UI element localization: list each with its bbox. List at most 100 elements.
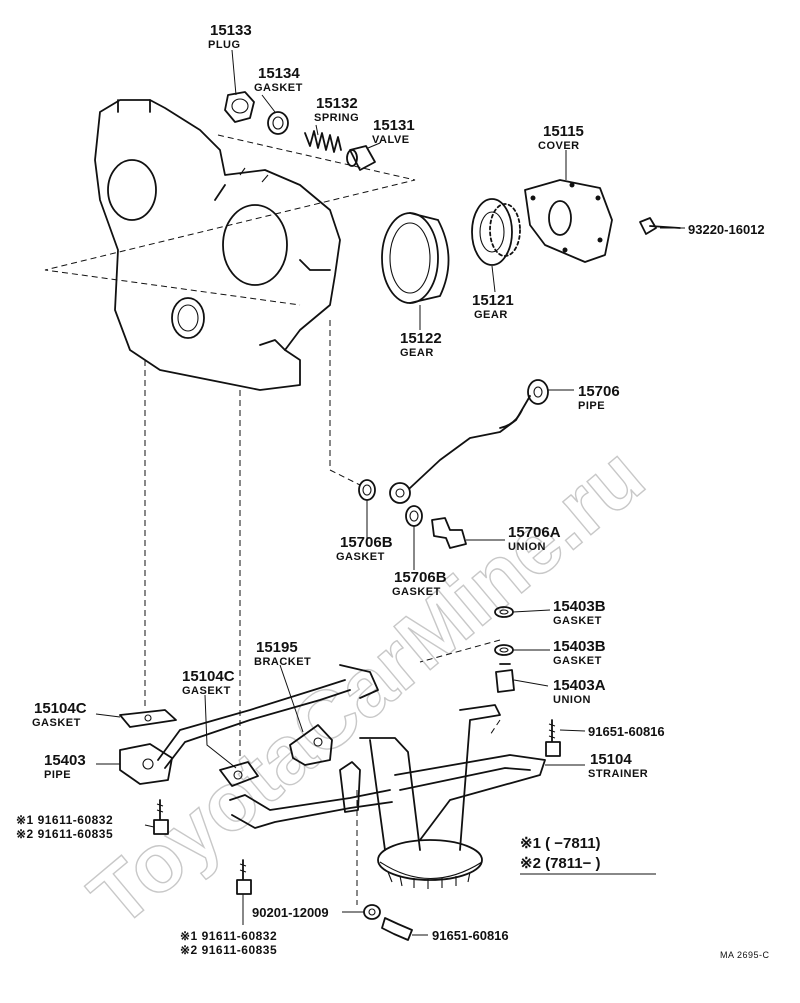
timing-cover [94,99,341,391]
label-15104c-gasekt: 15104C GASEKT [182,668,235,697]
gasket-15104c-left [119,709,177,728]
union-15403a [495,663,515,693]
label-15133: 15133 PLUG [208,22,252,51]
svg-text:BRACKET: BRACKET [254,656,311,668]
label-15195: 15195 BRACKET [254,639,311,668]
gasket-15134 [267,111,289,135]
diagram-code: MA 2695-C [720,950,770,960]
svg-text:15121: 15121 [472,292,514,309]
strainer-15104 [339,704,546,889]
label-bolt-left: ※1 91611-60832 ※2 91611-60835 [16,813,113,841]
svg-text:15131: 15131 [373,117,415,134]
union-15706a [431,517,467,549]
svg-text:15122: 15122 [400,330,442,347]
svg-text:15133: 15133 [210,22,252,39]
valve-15131 [346,145,376,171]
svg-text:GASKET: GASKET [336,551,385,563]
svg-text:※1 91611-60832: ※1 91611-60832 [16,813,113,827]
label-15121: 15121 GEAR [472,292,514,321]
pipe-15706 [389,379,549,504]
svg-text:15403B: 15403B [553,598,606,615]
label-15706a: 15706A UNION [508,524,561,553]
assembly-lines [44,134,501,905]
label-bolt-bottom: ※1 91611-60832 ※2 91611-60835 [180,929,277,957]
gear-15122 [381,212,450,304]
svg-text:GASKET: GASKET [553,655,602,667]
gear-15121 [471,198,521,266]
svg-text:15403: 15403 [44,752,86,769]
bolt-91651-upper [545,719,561,757]
svg-text:GASKET: GASKET [392,586,441,598]
label-91651-60816-upper: 91651-60816 [588,724,665,739]
svg-text:GEAR: GEAR [400,347,434,359]
bracket-15195 [289,724,333,766]
svg-text:15706B: 15706B [394,569,447,586]
label-15403b-lower: 15403B GASKET [553,638,606,667]
svg-text:15104C: 15104C [182,668,235,685]
plug-15133 [224,91,255,123]
label-15131: 15131 VALVE [372,117,415,146]
svg-text:15104C: 15104C [34,700,87,717]
svg-text:STRAINER: STRAINER [588,768,648,780]
svg-text:GASKET: GASKET [254,82,303,94]
svg-text:PIPE: PIPE [44,769,71,781]
svg-text:15706A: 15706A [508,524,561,541]
label-91651-60816-lower: 91651-60816 [432,928,509,943]
label-15706b-upper: 15706B GASKET [336,534,393,563]
gasket-15104c-right [219,761,259,787]
svg-text:COVER: COVER [538,140,580,152]
svg-text:GASKET: GASKET [553,615,602,627]
svg-text:UNION: UNION [553,694,591,706]
leader-lines [95,49,685,936]
label-15706b-lower: 15706B GASKET [392,569,447,598]
svg-text:GASKET: GASKET [32,717,81,729]
svg-text:※2 91611-60835: ※2 91611-60835 [180,943,277,957]
label-15706: 15706 PIPE [578,383,620,412]
legend: ※1 ( −7811) ※2 (7811− ) [520,835,601,872]
svg-text:GEAR: GEAR [474,309,508,321]
label-93220-16012: 93220-16012 [688,222,765,237]
svg-text:15195: 15195 [256,639,298,656]
label-15403: 15403 PIPE [44,752,86,781]
legend-row-1: ※1 ( −7811) [520,835,601,852]
svg-text:VALVE: VALVE [372,134,410,146]
svg-text:GASEKT: GASEKT [182,685,231,697]
bolt-91651-lower [381,917,413,941]
label-90201-12009: 90201-12009 [252,905,329,920]
cover-15115 [524,179,613,263]
svg-text:UNION: UNION [508,541,546,553]
svg-text:15132: 15132 [316,95,358,112]
label-15134: 15134 GASKET [254,65,303,94]
svg-text:15115: 15115 [543,123,584,140]
svg-text:※1 91611-60832: ※1 91611-60832 [180,929,277,943]
svg-text:15134: 15134 [258,65,300,82]
gasket-15706b-lower [405,505,423,527]
label-15104c-gasket: 15104C GASKET [32,700,87,729]
gasket-15706b-upper [358,479,376,501]
svg-text:15403A: 15403A [553,677,606,694]
bolt-93220 [639,217,681,235]
label-15132: 15132 SPRING [314,95,359,124]
bolt-left [153,799,169,835]
label-15104: 15104 STRAINER [588,751,648,780]
gasket-15403b-lower [494,644,514,656]
label-15403a: 15403A UNION [553,677,606,706]
svg-text:15706B: 15706B [340,534,393,551]
svg-text:SPRING: SPRING [314,112,359,124]
spring-15132 [304,130,342,153]
pipe-15403 [119,664,393,829]
legend-row-2: ※2 (7811− ) [520,855,601,872]
svg-text:※2 91611-60835: ※2 91611-60835 [16,827,113,841]
label-15122: 15122 GEAR [400,330,442,359]
svg-text:15104: 15104 [590,751,632,768]
svg-text:PIPE: PIPE [578,400,605,412]
svg-text:15706: 15706 [578,383,620,400]
label-15115: 15115 COVER [538,123,584,152]
svg-text:PLUG: PLUG [208,39,241,51]
label-15403b-upper: 15403B GASKET [553,598,606,627]
svg-text:15403B: 15403B [553,638,606,655]
washer-90201 [363,904,381,920]
bolt-bottom [236,859,252,895]
